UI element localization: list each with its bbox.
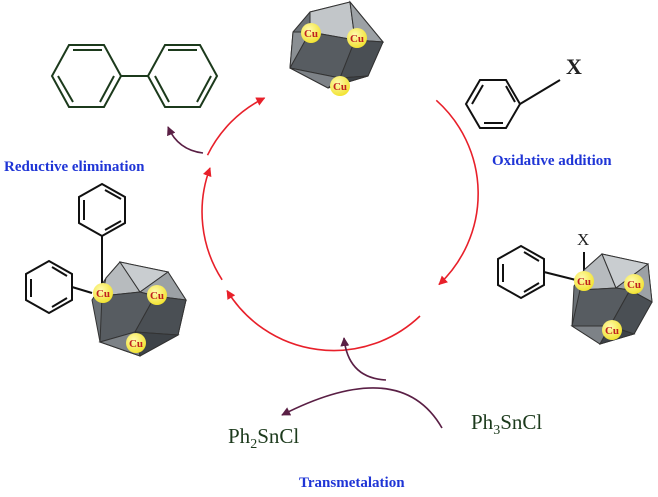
left-diphenyl-molecule <box>25 182 126 315</box>
cu-atom-left-1: Cu <box>93 283 113 303</box>
cycle-arrow-to-right <box>435 99 479 286</box>
svg-text:Cu: Cu <box>627 279 641 291</box>
transmetalation-arrow-upper <box>340 337 387 381</box>
right-aryl-molecule <box>497 244 585 300</box>
cycle-arrow-to-left <box>201 167 223 281</box>
svg-text:Cu: Cu <box>333 81 347 93</box>
svg-text:Cu: Cu <box>304 28 318 40</box>
cu-atom-right-3: Cu <box>602 320 622 340</box>
svg-text:Cu: Cu <box>150 290 164 302</box>
transmetalation-arrow-lower <box>281 387 443 429</box>
cycle-arrow-to-bottom <box>226 289 421 352</box>
svg-text:Cu: Cu <box>605 325 619 337</box>
biphenyl-molecule <box>50 44 219 108</box>
reductive-elimination-label: Reductive elimination <box>4 159 145 175</box>
ph2sncl-product: Ph2SnCl <box>228 424 300 453</box>
cu-atom-left-2: Cu <box>147 285 167 305</box>
svg-text:Cu: Cu <box>129 338 143 350</box>
side-arrows <box>167 126 443 429</box>
oxidative-addition-label: Oxidative addition <box>492 153 612 169</box>
svg-text:Cu: Cu <box>96 288 110 300</box>
cu-atom-top-1: Cu <box>301 23 321 43</box>
x-substituent-aryl-halide: X <box>566 54 582 79</box>
cu-atom-top-2: Cu <box>347 28 367 48</box>
top-cu-cluster <box>289 0 385 89</box>
svg-text:Cu: Cu <box>577 276 591 288</box>
x-substituent-intermediate: X <box>577 230 590 249</box>
cycle-arrow-to-top <box>206 97 266 156</box>
catalytic-cycle-arrows <box>201 97 479 352</box>
cu-atom-top-3: Cu <box>330 76 350 96</box>
cu-atom-right-2: Cu <box>624 274 644 294</box>
cu-atom-right-1: Cu <box>574 271 594 291</box>
transmetalation-label: Transmetalation <box>299 475 405 491</box>
ph3sncl-reactant: Ph3SnCl <box>471 410 543 439</box>
reductive-elimination-arrow <box>167 126 204 154</box>
svg-text:Cu: Cu <box>350 33 364 45</box>
aryl-halide-molecule <box>464 79 561 129</box>
cu-atoms: Cu Cu Cu Cu Cu Cu Cu Cu Cu <box>93 23 644 353</box>
cu-atom-left-3: Cu <box>126 333 146 353</box>
